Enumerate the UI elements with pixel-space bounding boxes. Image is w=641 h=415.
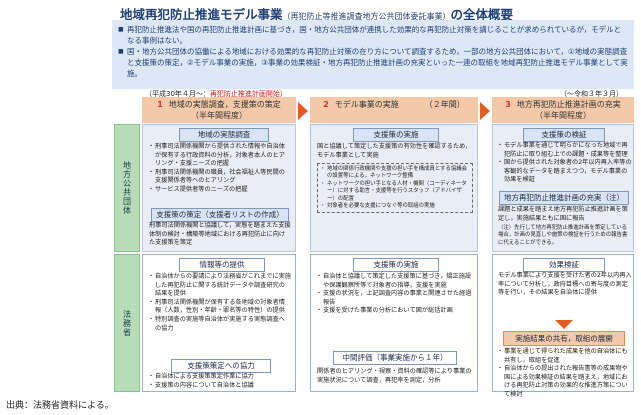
moj-impl-header: 支援策の実施 <box>353 258 439 272</box>
moj-info-body: 自治体からの要請により法務省がこれまでに実施した再犯防止に関する統計データや調査… <box>148 273 291 333</box>
moj-interim-body: 関係者のヒアリング・視察・資料の確認等により事業の実施状況について調査，再犯率を… <box>317 368 472 384</box>
moj-col-2: 支援策の実施 自治体と協議して策定した支援策に基づき，矯正施設や保護観察所等で対… <box>310 254 478 392</box>
local-impl-body: 国と協議して策定した支援策の有効性を確認するため，モデル事業として実施 <box>317 143 472 159</box>
intro-point-2: 国・地方公共団体の協働による地域における効果的な再犯防止対策の在り方について調査… <box>118 46 628 79</box>
local-plan-body: 課題と成果を踏まえ地方再犯防止推進計画を策定し，実施結果ともに国に報告 <box>498 206 628 222</box>
phase-arrow-icon <box>298 102 308 120</box>
local-plan-note: （注）先行して地方再犯防止推進計画を策定している場合，計画の見直しや施策の検証を… <box>498 225 628 246</box>
local-col-2: 支援策の実施 国と協議して策定した支援策の有効性を確認するため，モデル事業として… <box>310 124 478 252</box>
intro-point-1: 再犯防止推進法や国の再犯防止推進計画に基づき，国・地方公共団体が連携した効果的な… <box>118 24 628 46</box>
phase-arrow-icon <box>480 102 490 120</box>
local-policy-header: 支援策の策定（支援者リストの作成） <box>151 208 289 222</box>
moj-col-1: 情報等の提供 自治体からの要請により法務省がこれまでに実施した再犯防止に関する統… <box>142 254 296 392</box>
timeline-start: （平成30年４月～：再犯防止推進計画開始） <box>145 90 287 98</box>
moj-verify-header: 効果検証 <box>523 258 605 272</box>
local-plan-header: 地方再犯防止推進計画の充実（注） <box>499 191 629 205</box>
moj-interim-header: 中間評価（事業実施から１年） <box>333 351 457 365</box>
row-label-local-government: 地方公共団体 <box>114 124 140 252</box>
diagram-title: 地域再犯防止推進モデル事業（再犯防止等推進調査地方公共団体委託事業）の全体概要 <box>120 7 514 22</box>
local-col-3: 支援策の検証 モデル事業を通じて明らかになった地域で再犯防止に取り組む上での課題… <box>492 124 634 252</box>
moj-share-header: 実施結果の共有，取組の展開 <box>503 331 625 346</box>
moj-share-body: 事業を通じて得られた成果を他の自治体にも共有し，取組を促進 自治体からの提出され… <box>497 348 632 400</box>
local-verify-header: 支援策の検証 <box>523 128 605 142</box>
intro-box: 再犯防止推進法や国の再犯防止推進計画に基づき，国・地方公共団体が連携した効果的な… <box>112 20 634 89</box>
local-policy-body: 刑事司法関係機関と協議して，実態を踏まえた支援体制の検討・構築等地域における再犯… <box>149 222 291 247</box>
local-verify-body: モデル事業を通じて明らかになった地域で再犯防止に取り組む上での課題・成果等を整理… <box>497 142 632 185</box>
local-impl-header: 支援策の実施 <box>353 128 439 142</box>
moj-impl-body: 自治体と協議して策定した支援策に基づき，矯正施設や保護観察所等で対象者の指導，支… <box>316 273 473 316</box>
timeline-end: （～令和３年３月） <box>560 90 623 98</box>
local-impl-details: 地域の関係行政機関や支援の担い手を構成員とする協議会の設置等による，ネットワーク… <box>317 163 473 214</box>
local-col-1: 地域の実態調査 刑事司法関係機関から提供された情報や自治体が保有する行政資料の分… <box>142 124 296 252</box>
moj-verify-body: モデル事業により支援を受けた者の2年以内再入率について分析し，政府目標への寄与度… <box>498 272 632 297</box>
row-label-moj: 法務省 <box>114 254 140 392</box>
down-arrow-icon <box>555 320 573 329</box>
moj-coop-header: 支援策策定への協力 <box>171 359 271 373</box>
local-survey-body: 刑事司法関係機関から提供された情報や自治体が保有する行政資料の分析，対象者本人の… <box>148 143 291 195</box>
local-survey-header: 地域の実態調査 <box>179 128 269 142</box>
moj-col-3: 効果検証 モデル事業により支援を受けた者の2年以内再入率について分析し，政府目標… <box>492 254 634 398</box>
source-note: 出典：法務省資料による。 <box>6 401 114 411</box>
moj-info-header: 情報等の提供 <box>179 258 265 272</box>
moj-coop-body: 自治体による支援策策定作業に協力 支援策の内容について自治体と協議 <box>148 373 291 390</box>
